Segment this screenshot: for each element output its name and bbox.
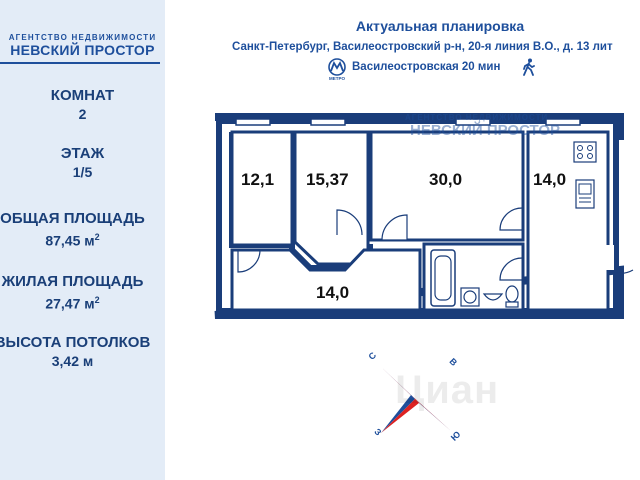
hall-area: 14,0	[316, 283, 350, 302]
cian-watermark: Циан	[395, 368, 500, 412]
stat-rooms: КОМНАТ 2	[0, 86, 165, 124]
stat-total-area-unit: 2	[94, 232, 100, 242]
plan-watermark-subtitle: АГЕНТСТВО НЕДВИЖИМОСТИ	[405, 113, 549, 122]
stat-living-area-unit: 2	[94, 295, 100, 305]
address: Санкт-Петербург, Василеостровский р-н, 2…	[232, 41, 613, 53]
room-area-3: 30,0	[429, 170, 463, 189]
info-sidebar: АГЕНТСТВО НЕДВИЖИМОСТИ НЕВСКИЙ ПРОСТОР К…	[0, 0, 165, 480]
stat-total-area: ОБЩАЯ ПЛОЩАДЬ 87,45 м2	[0, 209, 165, 251]
room-area-1: 12,1	[241, 170, 275, 189]
kitchen-area: 14,0	[533, 170, 567, 189]
floor-plan: АГЕНТСТВО НЕДВИЖИМОСТИ НЕВСКИЙ ПРОСТОР 1…	[210, 110, 640, 320]
stat-living-area-value: 27,47 м	[45, 295, 95, 312]
plan-watermark-name: НЕВСКИЙ ПРОСТОР	[410, 122, 560, 139]
compass: С В Ю З	[355, 345, 475, 450]
metro-icon: МЕТРО	[328, 58, 346, 81]
stat-floor-value: 1/5	[72, 164, 93, 180]
floor-plan-walls	[214, 113, 634, 319]
metro-station: Василеостровская 20 мин	[352, 61, 501, 73]
stat-total-area-value: 87,45 м	[45, 232, 95, 249]
stat-living-area-label: ЖИЛАЯ ПЛОЩАДЬ	[1, 273, 144, 290]
room-area-2: 15,37	[306, 170, 349, 189]
stat-ceiling: ВЫСОТА ПОТОЛКОВ 3,42 м	[0, 333, 165, 371]
stat-ceiling-value: 3,42 м	[51, 353, 94, 369]
plan-title: Актуальная планировка	[355, 18, 525, 34]
stat-total-area-label: ОБЩАЯ ПЛОЩАДЬ	[0, 210, 145, 227]
walking-person-icon	[523, 58, 535, 76]
stat-living-area: ЖИЛАЯ ПЛОЩАДЬ 27,47 м2	[0, 272, 165, 314]
stat-rooms-label: КОМНАТ	[50, 87, 115, 104]
stat-floor-label: ЭТАЖ	[60, 145, 105, 162]
metro-logo-text: МЕТРО	[329, 76, 345, 81]
stat-rooms-value: 2	[78, 106, 87, 122]
stat-ceiling-label: ВЫСОТА ПОТОЛКОВ	[0, 334, 151, 351]
compass-rose-icon	[379, 365, 451, 433]
stat-floor: ЭТАЖ 1/5	[0, 144, 165, 182]
agency-subtitle: АГЕНТСТВО НЕДВИЖИМОСТИ	[8, 33, 157, 42]
agency-underline	[0, 62, 160, 64]
agency-logo-name: НЕВСКИЙ ПРОСТОР	[10, 42, 155, 58]
